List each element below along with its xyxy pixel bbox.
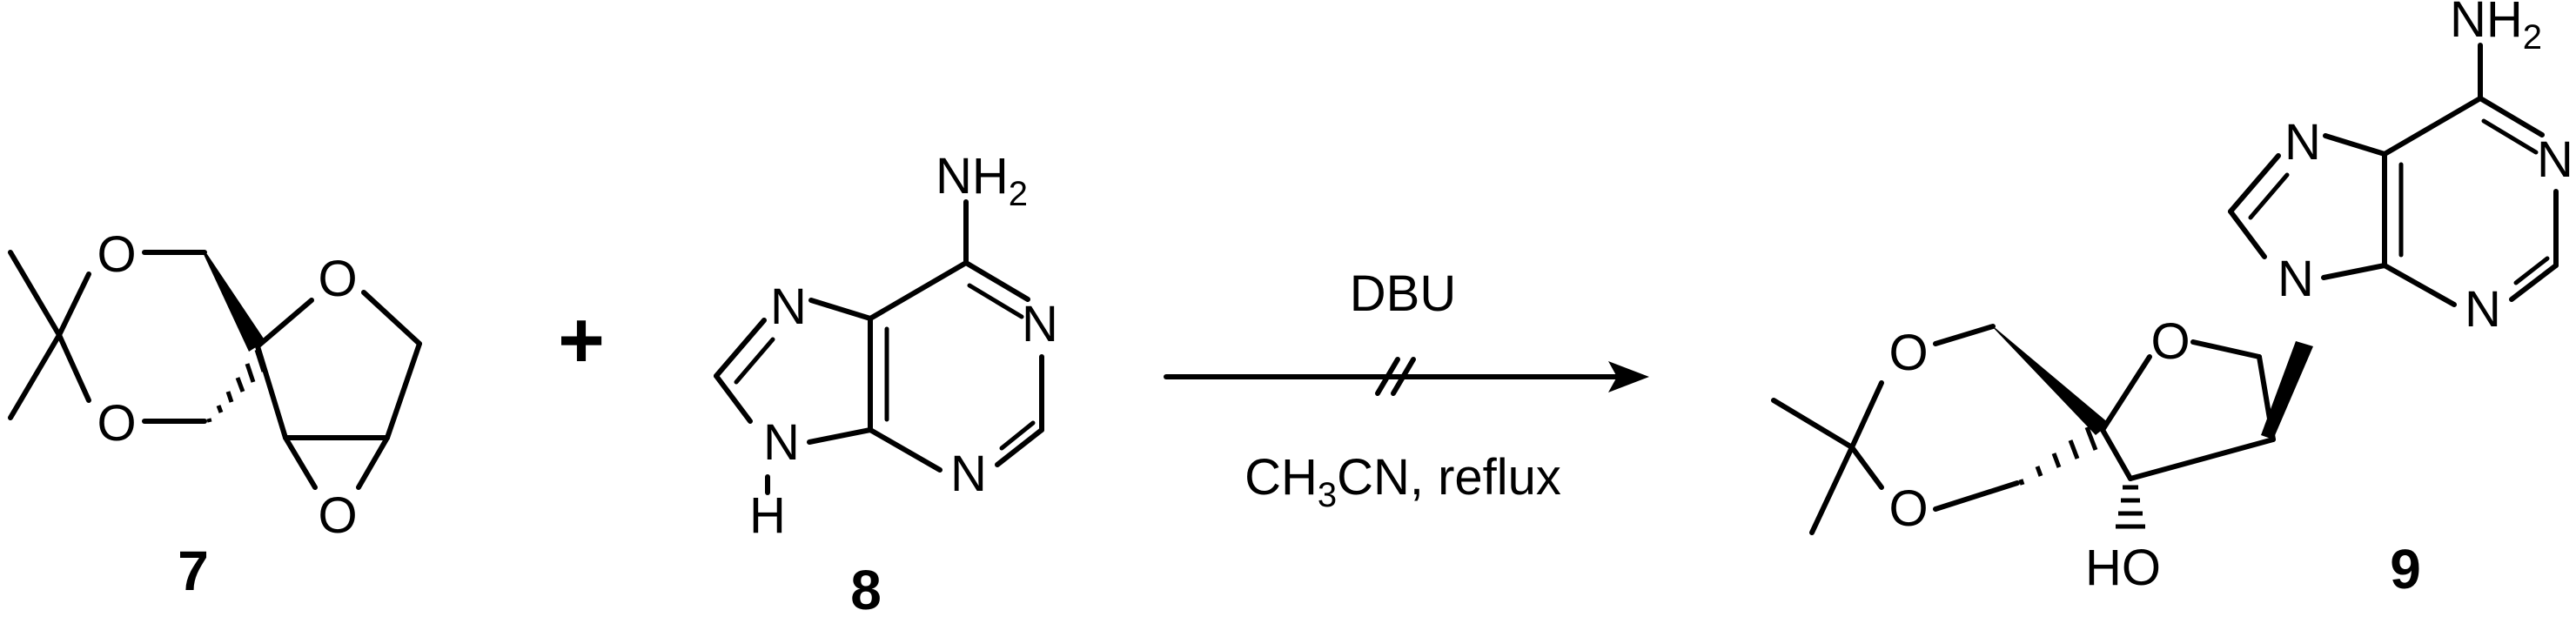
atom-n: N — [950, 446, 987, 502]
compound-label-9: 9 — [2390, 538, 2421, 600]
atom-n: N — [2284, 114, 2321, 171]
atom-h: H — [749, 487, 786, 544]
hashed-bond — [2018, 426, 2098, 486]
hashed-bond — [206, 349, 266, 423]
atom-ho: HO — [2085, 540, 2161, 596]
atom-n: N — [1022, 296, 1058, 352]
atom-n: N — [2537, 131, 2573, 188]
compound-label-8: 8 — [850, 559, 882, 617]
atom-nh2: NH2 — [936, 148, 1028, 213]
compound-8-structure: NH2 N N N N H — [714, 148, 1058, 544]
reaction-arrow — [1164, 357, 1649, 396]
atom-o: O — [2150, 313, 2190, 370]
atom-n: N — [2465, 281, 2501, 338]
atom-n: N — [2277, 251, 2314, 307]
atom-nh2: NH2 — [2450, 0, 2542, 57]
plus-sign: + — [558, 296, 605, 385]
atom-o: O — [1888, 480, 1928, 537]
reagent-label: DBU — [1350, 265, 1456, 322]
atom-o: O — [318, 487, 357, 544]
atom-o: O — [318, 251, 357, 307]
atom-o: O — [1888, 325, 1928, 381]
compound-7-structure: O O O O — [8, 226, 422, 544]
compound-label-7: 7 — [178, 540, 209, 602]
atom-o: O — [97, 226, 136, 283]
atom-n: N — [770, 278, 807, 335]
atom-o: O — [97, 395, 136, 452]
conditions-label: CH3CN, reflux — [1244, 449, 1561, 514]
compound-9-structure: O O O HO NH2 N N N N — [1771, 0, 2573, 596]
hashed-bond — [2116, 485, 2145, 529]
atom-n: N — [763, 414, 800, 471]
